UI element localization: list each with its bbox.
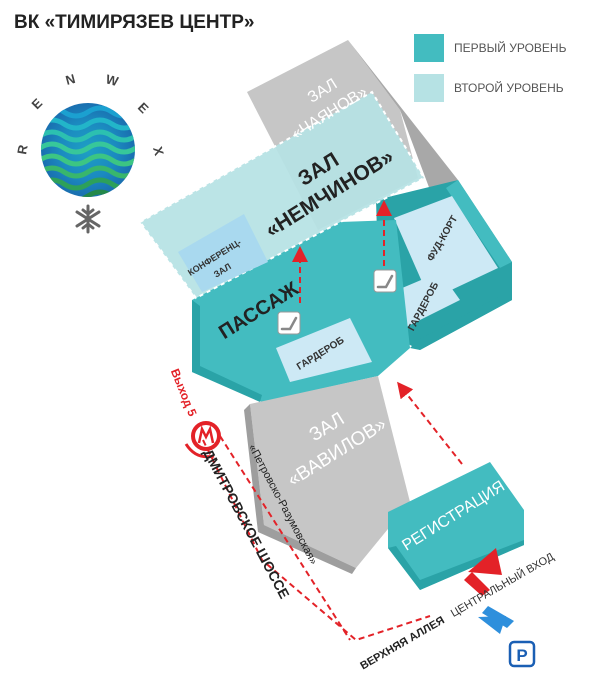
conference-hall-area: [178, 214, 268, 292]
logo-letter-x: X: [150, 145, 167, 158]
wardrobe-passage-area: [276, 318, 372, 382]
logo-letter-w: W: [104, 71, 120, 89]
logo-letter-n: N: [64, 71, 77, 88]
escalator-icon: [277, 311, 301, 335]
snowflake-icon: [75, 204, 101, 234]
food-court-area: [394, 196, 498, 300]
page-title: ВК «ТИМИРЯЗЕВ ЦЕНТР»: [14, 12, 255, 33]
metro-icon: [184, 421, 221, 459]
logo-letter-r: R: [14, 143, 31, 155]
legend-item-first-level: ПЕРВЫЙ УРОВЕНЬ: [414, 34, 566, 62]
legend-label-second: ВТОРОЙ УРОВЕНЬ: [454, 81, 564, 95]
metro-exit-label: Выход 5: [168, 367, 200, 419]
building-plan: [138, 40, 524, 590]
logo-letter-e2: E: [135, 100, 152, 117]
parking-label: P: [516, 646, 527, 665]
parking-icon: P: [508, 640, 536, 668]
legend-swatch-first: [414, 34, 444, 62]
entrance-arrow-icon: [468, 548, 502, 575]
alley-label: ВЕРХНЯЯ АЛЛЕЯ: [358, 614, 446, 672]
route-lines: [202, 200, 463, 642]
legend-item-second-level: ВТОРОЙ УРОВЕНЬ: [414, 74, 564, 102]
legend-label-first: ПЕРВЫЙ УРОВЕНЬ: [454, 41, 567, 55]
escalator-icon-right: [373, 269, 397, 293]
renwex-logo: R E N W E X: [14, 71, 167, 234]
logo-letter-e1: E: [29, 95, 46, 112]
hall-vavilov: [250, 376, 410, 568]
legend-swatch-second: [414, 74, 444, 102]
